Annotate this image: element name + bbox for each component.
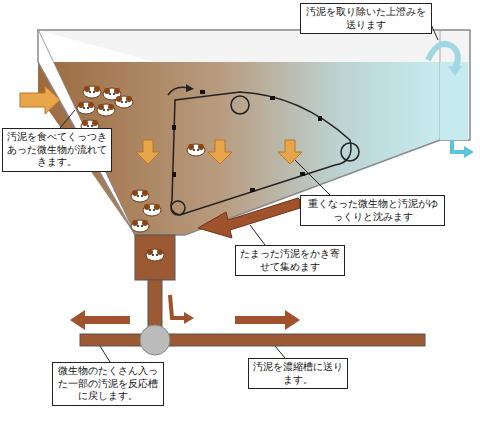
callout-box: たまった汚泥をかき寄せて集めます xyxy=(235,245,345,276)
callout-text: たまった汚泥をかき寄せて集めます xyxy=(239,248,341,273)
callout-text: 微生物のたくさん入った一部の汚泥を反応槽に戻します。 xyxy=(56,365,160,403)
callout-text: 汚泥を取り除いた上澄みを送ります xyxy=(304,6,428,31)
callout-text: 汚泥を濃縮槽に送ります。 xyxy=(252,361,344,386)
callout-box: 重くなった微生物と汚泥がゆっくりと沈みます xyxy=(300,195,445,226)
callout-box: 汚泥を食べてくっつきあった微生物が流れてきます。 xyxy=(2,128,112,172)
callout-box: 汚泥を取り除いた上澄みを送ります xyxy=(300,3,432,34)
callout-box: 汚泥を濃縮槽に送ります。 xyxy=(248,358,348,389)
callout-text: 重くなった微生物と汚泥がゆっくりと沈みます xyxy=(304,198,441,223)
callout-text: 汚泥を食べてくっつきあった微生物が流れてきます。 xyxy=(6,131,108,169)
callout-box: 微生物のたくさん入った一部の汚泥を反応槽に戻します。 xyxy=(52,362,164,406)
